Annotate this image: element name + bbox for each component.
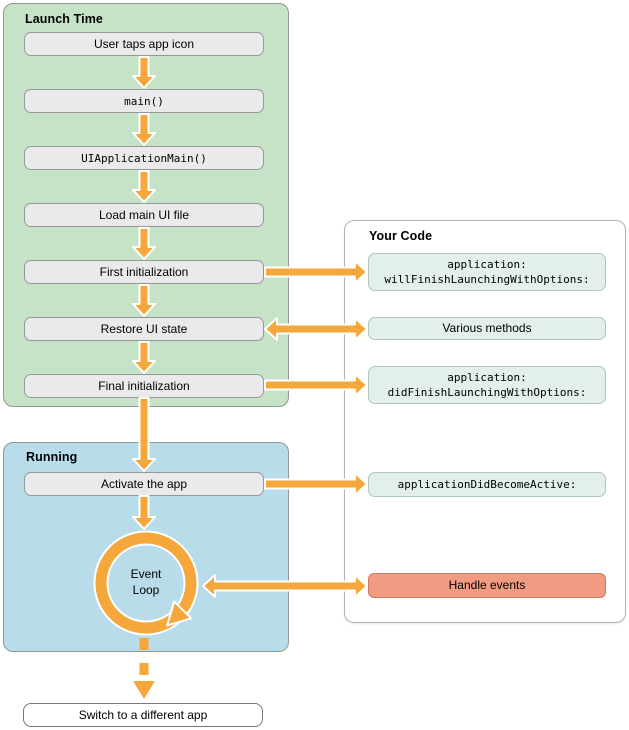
step-final-initialization: Final initialization (24, 374, 264, 398)
launch-time-title: Launch Time (25, 12, 103, 26)
codebox-will-finish-launching: application: willFinishLaunchingWithOpti… (368, 253, 606, 291)
step-label: User taps app icon (93, 37, 195, 51)
codebox-line2: willFinishLaunchingWithOptions: (384, 273, 590, 286)
your-code-title: Your Code (369, 229, 433, 243)
step-label: main() (124, 94, 164, 108)
step-load-main-ui-file: Load main UI file (24, 203, 264, 227)
step-uiapplicationmain: UIApplicationMain() (24, 146, 264, 170)
codebox-label: Handle events (448, 578, 526, 592)
step-activate-the-app: Activate the app (24, 472, 264, 496)
step-first-initialization: First initialization (24, 260, 264, 284)
codebox-various-methods: Various methods (368, 317, 606, 340)
running-title: Running (26, 450, 78, 464)
codebox-handle-events: Handle events (368, 573, 606, 598)
codebox-label: applicationDidBecomeActive: (397, 478, 577, 491)
step-main: main() (24, 89, 264, 113)
switch-app-label: Switch to a different app (78, 708, 208, 722)
codebox-line1: application: (447, 371, 527, 384)
codebox-line1: application: (447, 258, 527, 271)
codebox-label: Various methods (442, 321, 532, 335)
switch-app-box: Switch to a different app (23, 703, 263, 727)
codebox-did-become-active: applicationDidBecomeActive: (368, 472, 606, 497)
codebox-did-finish-launching: application: didFinishLaunchingWithOptio… (368, 366, 606, 404)
event-loop-label: Event Loop (106, 566, 186, 598)
step-label: First initialization (99, 265, 189, 279)
step-user-taps-app-icon: User taps app icon (24, 32, 264, 56)
step-label: Load main UI file (98, 208, 190, 222)
step-restore-ui-state: Restore UI state (24, 317, 264, 341)
step-label: Restore UI state (100, 322, 188, 336)
step-label: UIApplicationMain() (81, 151, 207, 165)
step-label: Final initialization (98, 379, 190, 393)
event-loop-line2: Loop (132, 583, 160, 597)
dashed-arrow-head (133, 681, 155, 699)
step-label: Activate the app (100, 477, 188, 491)
codebox-line2: didFinishLaunchingWithOptions: (387, 386, 587, 399)
event-loop-line1: Event (130, 567, 162, 581)
